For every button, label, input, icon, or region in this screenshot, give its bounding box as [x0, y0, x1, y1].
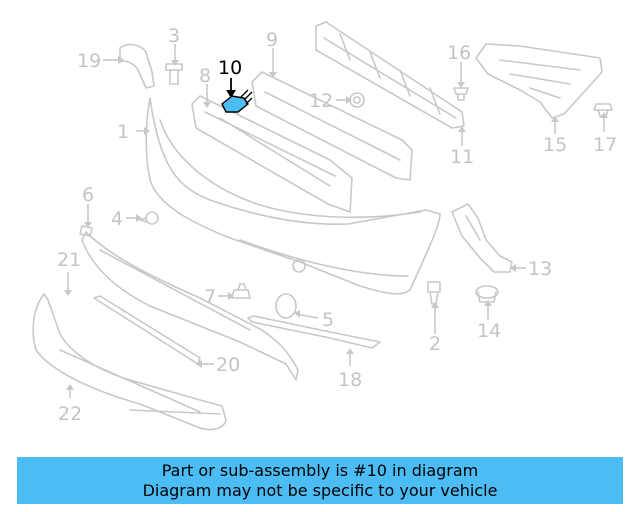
callout-14: 14 — [477, 320, 501, 342]
callout-22: 22 — [58, 403, 82, 425]
callout-8: 8 — [199, 65, 211, 87]
bumper-sensor-hole — [292, 259, 306, 273]
callout-12: 12 — [309, 90, 333, 112]
part-3-clip — [165, 63, 183, 85]
part-2-clip — [427, 281, 441, 305]
callout-7: 7 — [204, 286, 216, 308]
part-4-screw — [139, 211, 159, 225]
callout-18: 18 — [338, 369, 362, 391]
callout-16: 16 — [447, 42, 471, 64]
leader-lines — [67, 44, 605, 398]
part-22-skid-plate — [32, 293, 227, 431]
part-11-upper-beam — [315, 21, 465, 129]
parts-diagram: 19 3 8 10 9 12 16 15 17 11 1 4 6 13 2 14… — [32, 21, 617, 431]
part-1-bumper-cover — [145, 97, 441, 295]
callout-2: 2 — [429, 333, 441, 355]
callout-17: 17 — [593, 134, 617, 156]
leader-arrowheads — [64, 56, 608, 390]
part-13-bracket — [451, 203, 513, 273]
callout-20: 20 — [216, 354, 240, 376]
callout-10-highlighted: 10 — [218, 57, 242, 79]
callout-21: 21 — [57, 249, 81, 271]
callout-3: 3 — [168, 25, 180, 47]
part-18-trim-strip — [247, 315, 381, 349]
callout-1: 1 — [117, 121, 129, 143]
banner-line-disclaimer: Diagram may not be specific to your vehi… — [142, 480, 498, 500]
callout-19: 19 — [77, 50, 101, 72]
part-16-push-pin — [453, 87, 469, 101]
part-20-strip — [93, 295, 201, 365]
info-banner: Part or sub-assembly is #10 in diagram D… — [17, 457, 623, 504]
callout-11: 11 — [450, 146, 474, 168]
part-19-bracket — [119, 43, 155, 89]
callout-4: 4 — [111, 208, 123, 230]
part-14-nut — [475, 285, 499, 303]
part-15-side-bracket — [475, 43, 603, 119]
callout-13: 13 — [528, 258, 552, 280]
callout-6: 6 — [82, 184, 94, 206]
callout-5: 5 — [322, 309, 334, 331]
part-10-bolt-highlighted — [221, 89, 253, 113]
part-12-nut — [349, 92, 365, 108]
part-7-clip — [231, 283, 251, 299]
callout-9: 9 — [266, 29, 278, 51]
banner-line-part-number: Part or sub-assembly is #10 in diagram — [161, 460, 479, 480]
part-9-reinforcement — [251, 71, 413, 181]
part-8-energy-absorber — [191, 95, 353, 213]
part-5-cap — [275, 293, 297, 319]
part-6-clip — [79, 225, 93, 237]
part-21-lower-grille — [81, 231, 299, 381]
callout-15: 15 — [543, 134, 567, 156]
